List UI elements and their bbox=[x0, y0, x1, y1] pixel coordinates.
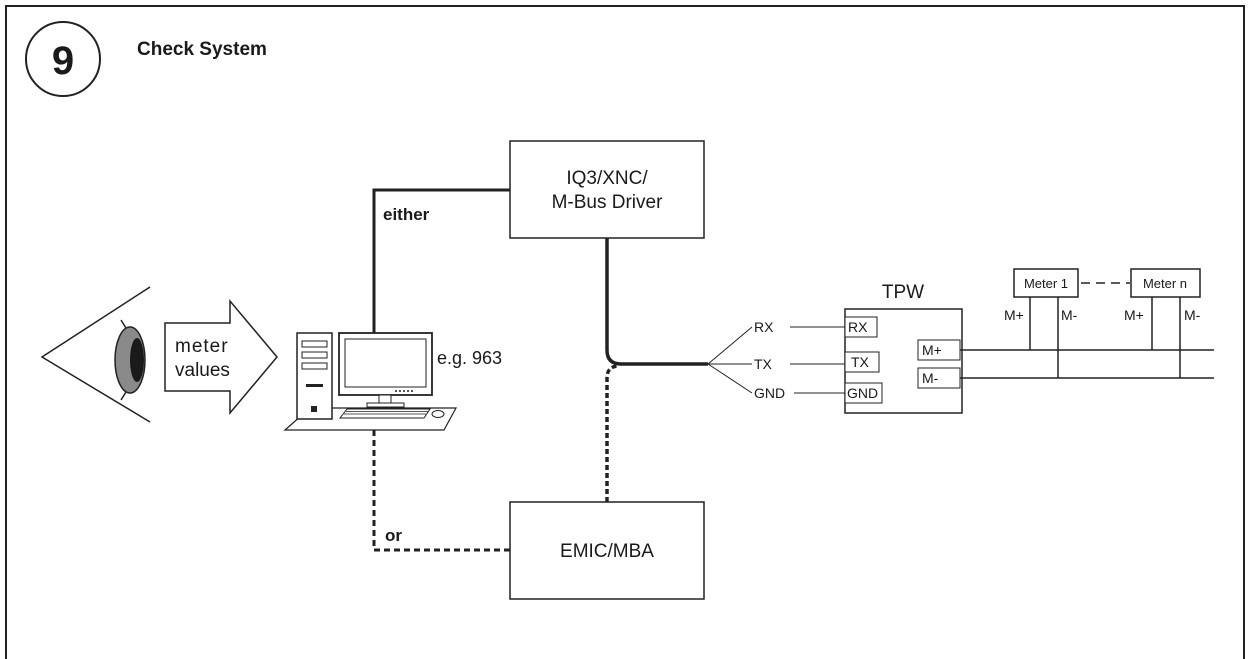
or-label: or bbox=[385, 526, 402, 545]
either-label: either bbox=[383, 205, 430, 224]
metern-box bbox=[1130, 268, 1201, 298]
meter1-label: Meter 1 bbox=[1024, 276, 1068, 291]
tpw-title: TPW bbox=[882, 282, 924, 303]
tpw-port-rx-box bbox=[844, 316, 878, 338]
either-link-line bbox=[372, 188, 510, 333]
step-number-circle bbox=[25, 21, 101, 97]
computer-caption: e.g. 963 bbox=[437, 348, 502, 368]
tpw-port-rx: RX bbox=[848, 319, 868, 335]
arrow-label-line1: meter bbox=[175, 336, 229, 357]
page-frame bbox=[5, 5, 1245, 659]
mbus-lines bbox=[960, 349, 1214, 379]
emic-bus-line bbox=[605, 364, 620, 502]
fanout-wires bbox=[707, 326, 753, 394]
driver-bus-line bbox=[605, 238, 708, 366]
wire-label-gnd: GND bbox=[754, 385, 785, 401]
emic-label: EMIC/MBA bbox=[560, 541, 654, 562]
wire-label-tx: TX bbox=[754, 356, 773, 372]
meter1-drops bbox=[1029, 297, 1059, 378]
driver-label-line2: M-Bus Driver bbox=[552, 192, 664, 213]
emic-box bbox=[509, 501, 705, 600]
meter1-box bbox=[1013, 268, 1079, 298]
eye-icon bbox=[40, 286, 151, 423]
step-title: Check System bbox=[137, 39, 267, 60]
metern-label: Meter n bbox=[1143, 276, 1187, 291]
metern-mminus: M- bbox=[1184, 307, 1201, 323]
tpw-port-mminus: M- bbox=[922, 370, 939, 386]
tpw-port-tx: TX bbox=[851, 354, 870, 370]
wire-label-rx: RX bbox=[754, 319, 774, 335]
meter1-mplus: M+ bbox=[1004, 307, 1024, 323]
arrow-label-line2: values bbox=[175, 360, 230, 381]
metern-drops bbox=[1151, 297, 1181, 378]
meter1-mminus: M- bbox=[1061, 307, 1078, 323]
tpw-port-gnd: GND bbox=[847, 385, 878, 401]
metern-mplus: M+ bbox=[1124, 307, 1144, 323]
driver-box bbox=[509, 140, 705, 239]
tpw-port-mplus: M+ bbox=[922, 342, 942, 358]
port-wires bbox=[790, 326, 845, 394]
tpw-port-tx-box bbox=[844, 351, 880, 373]
tpw-port-gnd-box bbox=[844, 382, 883, 404]
computer-icon bbox=[283, 332, 458, 431]
or-link-line bbox=[372, 430, 510, 552]
driver-label-line1: IQ3/XNC/ bbox=[566, 168, 648, 189]
step-number: 9 bbox=[52, 39, 74, 83]
view-arrow bbox=[164, 298, 278, 416]
